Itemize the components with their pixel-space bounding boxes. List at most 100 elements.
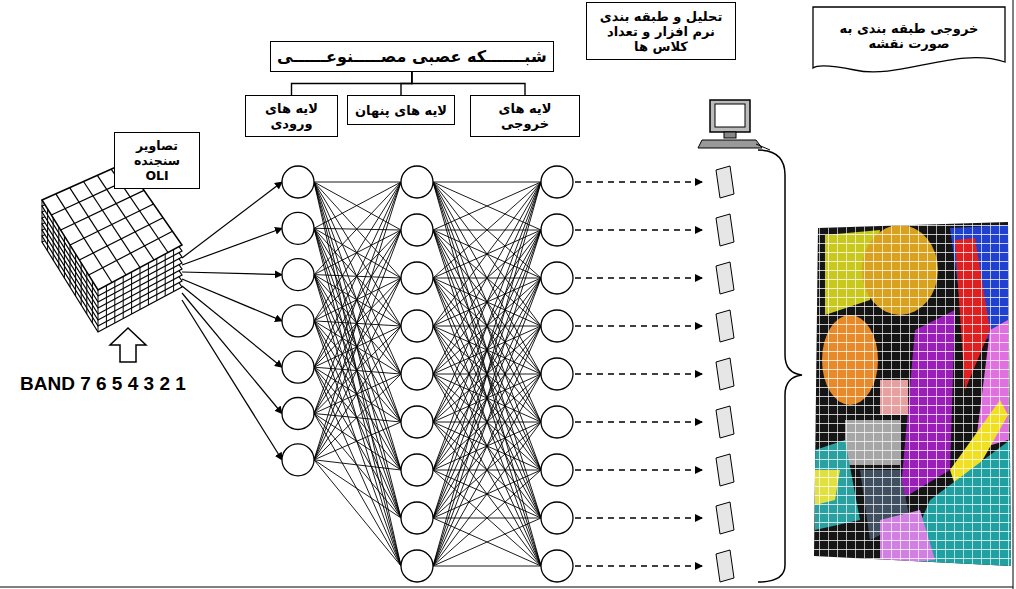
brick-mark (114, 293, 115, 299)
node-text: تصاویر سنجنده OLI (121, 138, 193, 183)
input-line (182, 272, 282, 275)
brick-mark (173, 268, 174, 274)
brick-mark (106, 310, 107, 316)
brick-mark (123, 307, 124, 313)
class-sheet (716, 310, 734, 342)
neuron (401, 310, 433, 342)
weight-line (433, 518, 541, 566)
weight-line (314, 414, 401, 567)
dashed-arrow (575, 229, 702, 230)
weight-line (433, 182, 541, 374)
neuron (401, 502, 433, 534)
brick-mark (106, 304, 107, 310)
brick-mark (148, 269, 149, 275)
brick-mark (123, 301, 124, 307)
weight-line (314, 414, 401, 471)
weight-line (314, 460, 401, 566)
brick-mark (98, 314, 99, 320)
class-sheet (716, 550, 734, 582)
weight-line (314, 326, 401, 460)
weight-line (314, 182, 401, 321)
grid-line (79, 218, 163, 260)
weight-line (314, 422, 401, 460)
weight-line (433, 470, 541, 566)
weight-line (314, 275, 401, 566)
class-sheet (716, 262, 734, 294)
neuron (401, 406, 433, 438)
brick-mark (131, 284, 132, 290)
brick-mark (114, 299, 115, 305)
brick-mark (173, 256, 174, 262)
brick-mark (106, 322, 107, 328)
weight-line (314, 278, 401, 321)
computer-icon (698, 100, 770, 150)
brick-mark (98, 290, 99, 296)
neuron (282, 444, 314, 476)
weight-line (314, 367, 401, 518)
brick-mark (165, 284, 166, 290)
weight-line (433, 182, 541, 230)
weight-line (433, 182, 541, 278)
weight-line (314, 321, 401, 566)
dashed-arrow (575, 469, 702, 470)
neuron (541, 406, 573, 438)
input-line (182, 286, 282, 367)
brick-mark (165, 290, 166, 296)
class-sheet (716, 358, 734, 390)
grid-line (70, 204, 154, 245)
bracket-connector (412, 72, 525, 95)
input-line (182, 300, 282, 460)
weight-line (433, 278, 541, 566)
class-sheet (716, 454, 734, 486)
brick-mark (148, 275, 149, 281)
brick-mark (98, 308, 99, 314)
weight-line (433, 422, 541, 566)
dashed-arrow (575, 325, 702, 326)
weight-line (433, 182, 541, 326)
brick-mark (173, 280, 174, 286)
bracket-connector (401, 72, 412, 95)
neuron (541, 310, 573, 342)
weight-line (314, 460, 401, 518)
neuron (401, 214, 433, 246)
weight-line (314, 374, 401, 460)
weight-line (314, 182, 401, 422)
weight-line (314, 228, 401, 470)
neuron (282, 398, 314, 430)
brick-mark (114, 305, 115, 311)
weight-line (433, 182, 541, 230)
brick-mark (156, 283, 157, 289)
brick-mark (114, 287, 115, 293)
title-box: شبـــــــکه عصبی مصـــــنوعــــــی (270, 41, 554, 72)
brick-mark (173, 262, 174, 268)
brick-mark (114, 317, 115, 323)
weight-line (314, 182, 401, 566)
neuron (282, 259, 314, 291)
weight-line (433, 182, 541, 566)
brick-mark (156, 289, 157, 295)
weight-line (433, 182, 541, 278)
dashed-arrow (575, 565, 702, 566)
node-text: شبـــــــکه عصبی مصـــــنوعــــــی (277, 47, 547, 66)
neuron (541, 166, 573, 198)
weight-line (433, 182, 541, 470)
neuron (282, 166, 314, 198)
dashed-arrow (575, 373, 702, 374)
band-label: BAND 7 6 5 4 3 2 1 (20, 373, 186, 395)
dashed-arrow (575, 517, 702, 518)
weight-line (433, 326, 541, 566)
weight-line (433, 422, 541, 566)
weight-line (433, 470, 541, 566)
neuron (401, 358, 433, 390)
weight-line (433, 374, 541, 566)
brick-mark (165, 272, 166, 278)
weight-line (433, 182, 541, 518)
brick-mark (173, 286, 174, 292)
weight-line (314, 182, 401, 460)
grid-line (89, 231, 173, 275)
neuron (541, 214, 573, 246)
weight-line (314, 367, 401, 566)
node-text: تحلیل و طبقه بندی نرم افزار و تعداد کلاس… (593, 9, 729, 54)
neuron (282, 212, 314, 244)
